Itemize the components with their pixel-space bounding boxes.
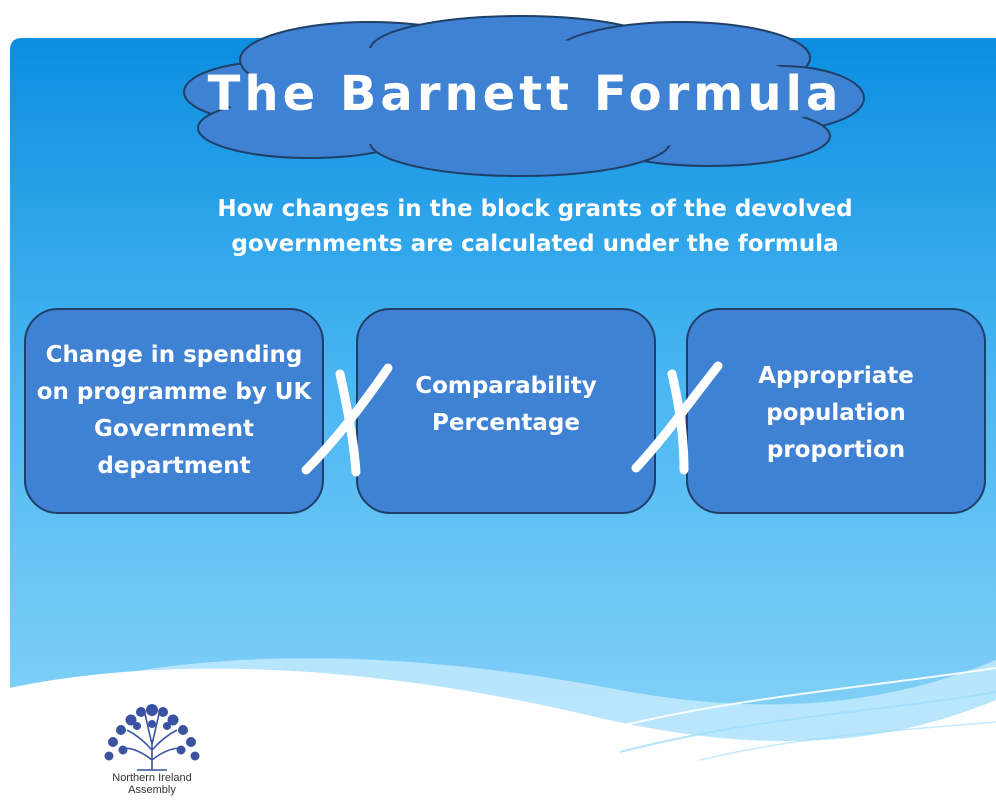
multiply-icon (301, 363, 393, 477)
wave-line-1 (559, 667, 996, 743)
formula-term-label: Change in spending on programme by UK Go… (36, 342, 312, 479)
wave-white (0, 668, 996, 802)
wave-line-2 (619, 691, 996, 753)
formula-term-population: Appropriate population proportion (686, 308, 986, 514)
multiply-icon (631, 361, 723, 475)
formula-term-label: Appropriate population proportion (758, 363, 914, 463)
slide-subtitle: How changes in the block grants of the d… (217, 196, 853, 257)
formula-term-label: Comparability Percentage (415, 373, 597, 436)
formula-term-spending-change: Change in spending on programme by UK Go… (24, 308, 324, 514)
slide-title: The Barnett Formula (207, 66, 843, 122)
logo-name-line-1: Northern Ireland (112, 772, 192, 784)
wave-line-3 (699, 721, 996, 761)
title-cloud (183, 15, 865, 177)
logo-name-line-2: Assembly (128, 784, 176, 796)
flax-flower-icon (104, 704, 200, 771)
northern-ireland-assembly-logo: Northern Ireland Assembly (82, 700, 222, 802)
formula-term-comparability: Comparability Percentage (356, 308, 656, 514)
